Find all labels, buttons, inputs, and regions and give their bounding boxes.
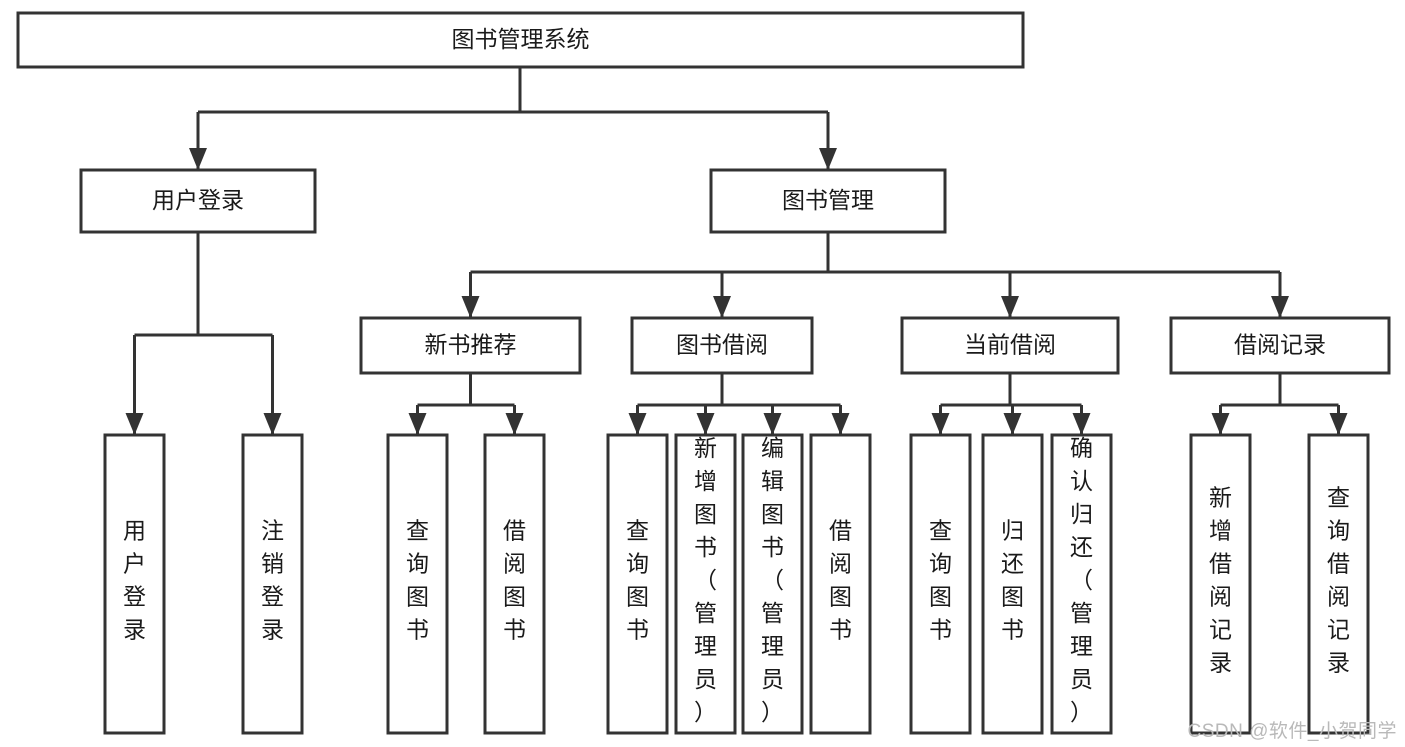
node-当前借阅-l3-box[interactable] (900, 316, 1120, 375)
arrow-head-icon (189, 148, 207, 170)
node-借阅图书-leaf-3-label: 借阅图书 (503, 518, 526, 643)
arrow-head-icon (931, 413, 950, 435)
node-查询图书-leaf-8-box[interactable] (909, 433, 972, 735)
arrow-head-icon (1003, 413, 1022, 435)
node-借阅图书-leaf-3[interactable]: 借阅图书 (483, 433, 546, 735)
node-新书推荐-l3-box[interactable] (359, 316, 582, 375)
arrow-head-icon (505, 413, 524, 435)
arrow-head-icon (1329, 413, 1348, 435)
node-归还图书-leaf-9-box[interactable] (981, 433, 1044, 735)
arrow-head-icon (263, 413, 282, 435)
node-用户登录-l2-label: 用户登录 (152, 187, 244, 213)
node-查询借阅记录-leaf-12-box[interactable] (1307, 433, 1370, 735)
node-当前借阅-l3-label: 当前借阅 (964, 332, 1056, 358)
node-新增图书管理员-leaf-5-label: 新增图书（管理员） (694, 435, 717, 725)
node-图书借阅-l3[interactable]: 图书借阅 (630, 316, 814, 375)
arrow-head-icon (819, 148, 837, 170)
arrow-head-icon (628, 413, 647, 435)
node-编辑图书管理员-leaf-6-box[interactable] (741, 433, 804, 735)
node-查询图书-leaf-4-box[interactable] (606, 433, 669, 735)
node-图书借阅-l3-label: 图书借阅 (676, 332, 768, 358)
node-用户登录-leaf-0[interactable]: 用户登录 (103, 433, 166, 735)
arrow-head-icon (696, 413, 715, 435)
arrow-head-icon (1001, 296, 1019, 318)
node-当前借阅-l3[interactable]: 当前借阅 (900, 316, 1120, 375)
node-新书推荐-l3-label: 新书推荐 (425, 332, 517, 358)
arrow-head-icon (1072, 413, 1091, 435)
arrow-head-icon (1211, 413, 1230, 435)
node-图书管理系统-label: 图书管理系统 (452, 26, 590, 52)
node-借阅记录-l3-label: 借阅记录 (1234, 332, 1326, 358)
node-图书管理-l2-box[interactable] (709, 168, 947, 234)
nodes-layer: 图书管理系统用户登录图书管理新书推荐图书借阅当前借阅借阅记录用户登录注销登录查询… (16, 11, 1391, 735)
node-新书推荐-l3[interactable]: 新书推荐 (359, 316, 582, 375)
node-新增图书管理员-leaf-5-box[interactable] (674, 433, 737, 735)
node-确认归还管理员-leaf-10-box[interactable] (1050, 433, 1113, 735)
node-用户登录-leaf-0-label: 用户登录 (123, 518, 146, 643)
node-查询图书-leaf-2[interactable]: 查询图书 (386, 433, 449, 735)
node-确认归还管理员-leaf-10[interactable]: 确认归还（管理员） (1050, 433, 1113, 735)
connectors-layer (125, 67, 1348, 435)
node-编辑图书管理员-leaf-6-label: 编辑图书（管理员） (761, 435, 784, 725)
node-图书管理-l2[interactable]: 图书管理 (709, 168, 947, 234)
arrow-head-icon (831, 413, 850, 435)
node-注销登录-leaf-1-label: 注销登录 (261, 518, 284, 643)
node-查询借阅记录-leaf-12-label: 查询借阅记录 (1327, 485, 1350, 676)
node-借阅图书-leaf-7-label: 借阅图书 (829, 518, 852, 643)
node-查询图书-leaf-2-label: 查询图书 (406, 518, 429, 643)
node-图书管理系统-box[interactable] (16, 11, 1025, 69)
node-借阅记录-l3-box[interactable] (1169, 316, 1391, 375)
node-图书管理-l2-label: 图书管理 (782, 187, 874, 213)
node-借阅记录-l3[interactable]: 借阅记录 (1169, 316, 1391, 375)
arrow-head-icon (763, 413, 782, 435)
node-新增借阅记录-leaf-11-box[interactable] (1189, 433, 1252, 735)
node-借阅图书-leaf-7[interactable]: 借阅图书 (809, 433, 872, 735)
node-图书管理系统[interactable]: 图书管理系统 (16, 11, 1025, 69)
node-归还图书-leaf-9[interactable]: 归还图书 (981, 433, 1044, 735)
node-借阅图书-leaf-3-box[interactable] (483, 433, 546, 735)
node-新增借阅记录-leaf-11-label: 新增借阅记录 (1209, 485, 1232, 676)
node-用户登录-leaf-0-box[interactable] (103, 433, 166, 735)
node-编辑图书管理员-leaf-6[interactable]: 编辑图书（管理员） (741, 433, 804, 735)
node-确认归还管理员-leaf-10-label: 确认归还（管理员） (1070, 435, 1093, 725)
arrow-head-icon (1271, 296, 1289, 318)
node-用户登录-l2-box[interactable] (79, 168, 317, 234)
node-查询借阅记录-leaf-12[interactable]: 查询借阅记录 (1307, 433, 1370, 735)
node-查询图书-leaf-8-label: 查询图书 (929, 518, 952, 643)
arrow-head-icon (408, 413, 427, 435)
arrow-head-icon (125, 413, 144, 435)
node-归还图书-leaf-9-label: 归还图书 (1001, 518, 1024, 643)
node-新增借阅记录-leaf-11[interactable]: 新增借阅记录 (1189, 433, 1252, 735)
node-查询图书-leaf-2-box[interactable] (386, 433, 449, 735)
arrow-head-icon (461, 296, 480, 318)
node-注销登录-leaf-1[interactable]: 注销登录 (241, 433, 304, 735)
node-查询图书-leaf-8[interactable]: 查询图书 (909, 433, 972, 735)
node-查询图书-leaf-4[interactable]: 查询图书 (606, 433, 669, 735)
node-图书借阅-l3-box[interactable] (630, 316, 814, 375)
node-注销登录-leaf-1-box[interactable] (241, 433, 304, 735)
arrow-head-icon (713, 296, 731, 318)
node-用户登录-l2[interactable]: 用户登录 (79, 168, 317, 234)
node-查询图书-leaf-4-label: 查询图书 (626, 518, 649, 643)
node-借阅图书-leaf-7-box[interactable] (809, 433, 872, 735)
node-新增图书管理员-leaf-5[interactable]: 新增图书（管理员） (674, 433, 737, 735)
